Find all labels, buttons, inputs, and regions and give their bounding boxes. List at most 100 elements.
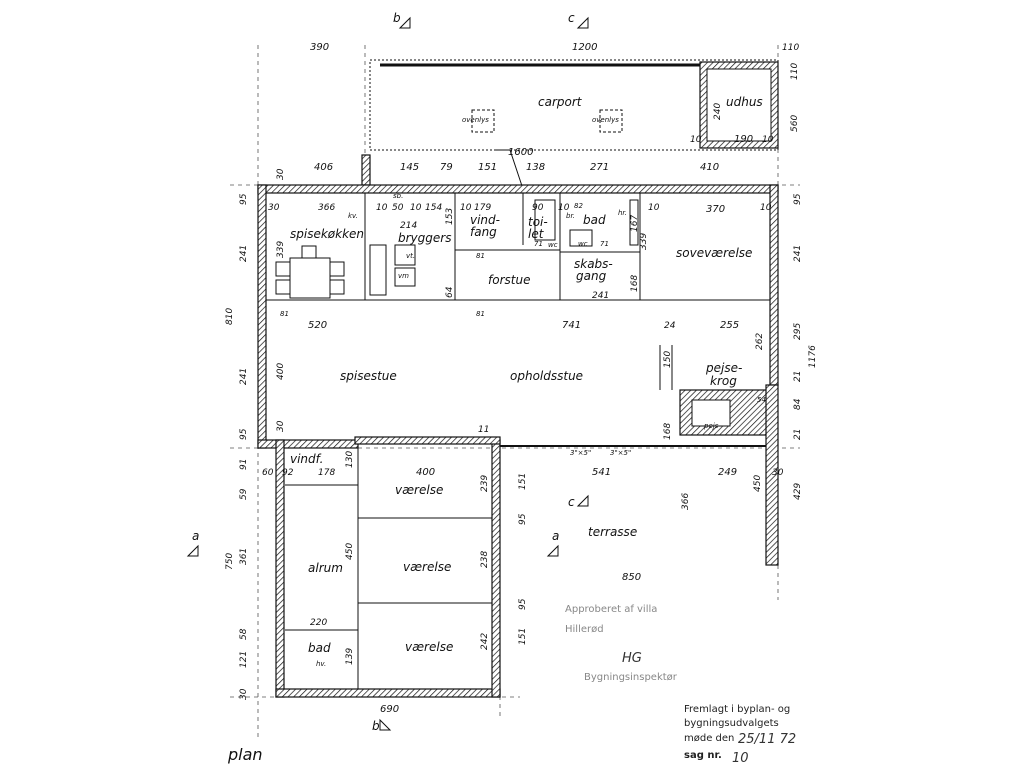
dim-92: 92 <box>282 468 294 478</box>
room-vaerelse-1: værelse <box>395 483 443 497</box>
dim-410: 410 <box>700 162 719 173</box>
drawing-title: plan <box>227 745 263 764</box>
section-mark-a-right: a <box>552 529 559 543</box>
dim-71b: 71 <box>600 240 609 248</box>
label-pejs: pejs <box>703 422 719 430</box>
presented-date: 25/11 72 <box>738 732 796 747</box>
section-mark-c-mid: c <box>568 495 575 509</box>
room-skabsgang-2: gang <box>576 269 607 283</box>
room-skabsgang: skabs- <box>574 257 613 271</box>
room-pejsekrog: pejse- <box>705 361 742 375</box>
dim-81c: 81 <box>280 310 289 318</box>
dim-151: 151 <box>478 162 497 173</box>
label-kv: kv. <box>348 212 358 220</box>
dim-151c: 151 <box>518 628 528 645</box>
room-labels: carport udhus ovenlys ovenlys spisekøkke… <box>290 95 763 655</box>
dim-95r: 95 <box>793 193 803 205</box>
dim-154: 154 <box>425 203 442 213</box>
approval-stamp: Approberet af villa Hillerød HG Bygnings… <box>565 604 678 683</box>
dim-400b: 400 <box>416 467 435 478</box>
room-pejsekrog-2: krog <box>710 374 737 388</box>
label-hv: hv. <box>316 660 326 668</box>
dim-150: 150 <box>663 351 673 368</box>
dim-178: 178 <box>318 468 335 478</box>
dim-95a: 95 <box>239 193 249 205</box>
dim-30c: 30 <box>276 168 286 180</box>
room-alrum: alrum <box>308 561 343 575</box>
dim-850: 850 <box>622 572 641 583</box>
label-br: br. <box>566 212 575 220</box>
dim-168b: 168 <box>663 423 673 440</box>
dim-450: 450 <box>753 475 763 492</box>
dim-151b: 151 <box>518 473 528 490</box>
dim-60: 60 <box>262 468 274 478</box>
arrow-icon <box>379 718 392 731</box>
case-number: 10 <box>732 751 749 766</box>
label-vt: vt. <box>406 252 415 260</box>
section-markers: b c b c a a <box>186 11 589 733</box>
dim-138: 138 <box>526 162 545 173</box>
room-spisestue: spisestue <box>340 369 397 383</box>
room-vindfang-2: fang <box>470 225 497 239</box>
label-wc: wc <box>578 240 588 248</box>
approval-line-3: Bygningsinspektør <box>584 672 678 683</box>
dim-95b: 95 <box>239 428 249 440</box>
dim-139: 139 <box>345 648 355 665</box>
dim-95c: 95 <box>518 513 528 525</box>
room-opholdsstue: opholdsstue <box>510 369 583 383</box>
skylight-label-1: ovenlys <box>462 116 489 124</box>
room-udhus: udhus <box>726 95 763 109</box>
dim-295: 295 <box>793 323 803 340</box>
room-terrasse: terrasse <box>588 525 637 539</box>
carport <box>361 59 779 187</box>
dim-82: 82 <box>574 202 583 210</box>
dim-10b: 10 <box>762 135 774 145</box>
label-hr: hr. <box>618 209 627 217</box>
dim-1176: 1176 <box>808 345 818 368</box>
dim-214: 214 <box>400 221 417 231</box>
dim-241r: 241 <box>793 245 803 262</box>
dim-54: 54 <box>757 396 766 404</box>
dim-30b: 30 <box>239 688 249 700</box>
dim-238: 238 <box>480 551 490 568</box>
dim-121: 121 <box>239 651 249 668</box>
dining-table <box>275 199 639 299</box>
dim-50: 50 <box>392 203 404 213</box>
approval-line-2: Hillerød <box>565 624 604 635</box>
presented-line-3: møde den <box>684 733 734 744</box>
dim-11: 11 <box>478 425 489 435</box>
dim-84: 84 <box>793 398 803 410</box>
dim-168: 168 <box>630 275 640 292</box>
dim-10g: 10 <box>648 203 660 213</box>
dim-690: 690 <box>380 704 399 715</box>
dim-10c: 10 <box>376 203 388 213</box>
room-sovevaerelse: soveværelse <box>676 246 752 260</box>
room-forstue: forstue <box>488 273 530 287</box>
dim-241b: 241 <box>239 368 249 385</box>
dim-79: 79 <box>440 162 453 173</box>
dim-window-a: 3"×5" <box>570 449 591 457</box>
dim-10f: 10 <box>558 203 570 213</box>
dim-271: 271 <box>590 162 609 173</box>
dim-10a: 10 <box>690 135 702 145</box>
dim-110: 110 <box>782 43 799 53</box>
arrow-icon <box>186 544 199 557</box>
room-carport: carport <box>538 95 583 109</box>
dim-366: 366 <box>318 203 335 213</box>
arrow-icon <box>546 544 559 557</box>
dim-167: 167 <box>630 215 640 232</box>
dim-1200: 1200 <box>572 42 597 53</box>
room-toilet-2: let <box>528 227 545 241</box>
dim-262: 262 <box>755 333 765 350</box>
dim-130: 130 <box>345 451 355 468</box>
section-mark-b-bottom: b <box>372 719 380 733</box>
dim-370: 370 <box>706 204 725 215</box>
dim-21b: 21 <box>793 429 803 440</box>
dim-64: 64 <box>445 286 455 298</box>
section-mark-c-top: c <box>568 11 575 25</box>
dim-390: 390 <box>310 42 329 53</box>
approval-line-1: Approberet af villa <box>565 604 657 615</box>
dim-241: 241 <box>592 291 609 301</box>
dim-255: 255 <box>720 320 739 331</box>
dim-361: 361 <box>239 548 249 565</box>
